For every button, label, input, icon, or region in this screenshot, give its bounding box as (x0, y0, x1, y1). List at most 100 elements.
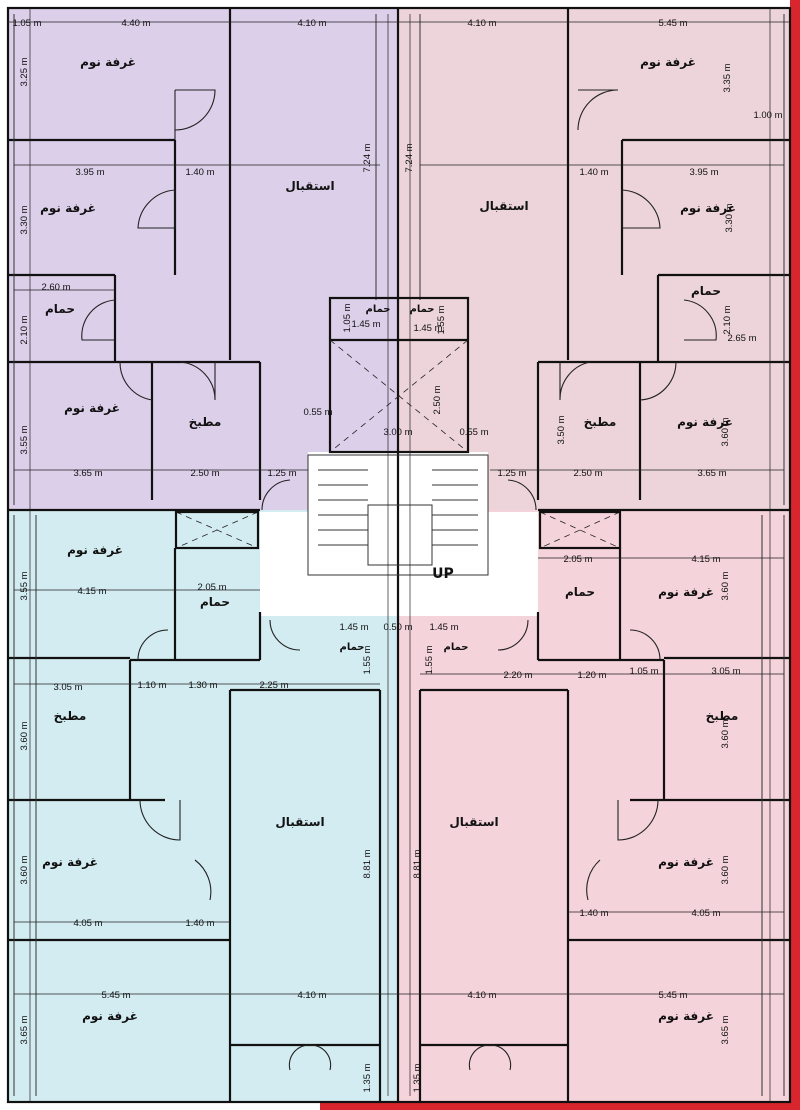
dimension-label: 4.05 m (73, 918, 102, 929)
room-label: حمام (366, 304, 391, 315)
room-label: غرفة نوم (680, 201, 736, 216)
dimension-label: 1.25 m (267, 468, 296, 479)
dimension-label: 4.15 m (77, 586, 106, 597)
dimension-label: 3.65 m (73, 468, 102, 479)
dimension-lines (8, 8, 790, 1102)
dimension-label: 3.65 m (720, 1015, 731, 1044)
unit-top-right (398, 8, 790, 510)
dimension-label: 2.05 m (197, 582, 226, 593)
dimension-label: 1.45 m (351, 319, 380, 330)
room-label: حمام (340, 642, 365, 653)
room-label: استقبال (285, 179, 334, 193)
dimension-label: 3.35 m (722, 63, 733, 92)
walls-bottom-right (418, 515, 790, 1102)
dimension-label: 3.95 m (75, 167, 104, 178)
dimension-label: 3.60 m (19, 721, 30, 750)
dimension-label: 2.60 m (41, 282, 70, 293)
room-label: غرفة نوم (82, 1009, 138, 1024)
dimension-label: 1.00 m (753, 110, 782, 121)
room-label: مطبخ (706, 709, 739, 723)
dimension-label: 1.55 m (424, 645, 435, 674)
walls-core (174, 296, 622, 576)
dimension-label: 2.20 m (503, 670, 532, 681)
walls-top-left (8, 8, 377, 505)
dimension-label: 1.40 m (185, 167, 214, 178)
dimension-label: 1.35 m (412, 1063, 423, 1092)
dimension-label: 3.50 m (556, 415, 567, 444)
dimension-label: 3.95 m (689, 167, 718, 178)
dimension-label: 5.45 m (658, 18, 687, 29)
room-label: حمام (444, 642, 469, 653)
walls-top-right (419, 8, 790, 505)
dimension-label: 4.40 m (121, 18, 150, 29)
dimension-label: 1.20 m (577, 670, 606, 681)
dimension-label: 0.50 m (383, 622, 412, 633)
dimension-label: 1.40 m (579, 167, 608, 178)
dimension-label: 2.50 m (190, 468, 219, 479)
room-label: غرفة نوم (640, 55, 696, 70)
dimension-label: 3.60 m (720, 417, 731, 446)
room-label: مطبخ (584, 415, 617, 429)
room-label: غرفة نوم (658, 1009, 714, 1024)
dimension-labels-vertical: 3.25 m 3.35 m 7.24 m 7.24 m 3.30 m 3.30 … (19, 57, 735, 1092)
right-edge-accent (790, 0, 800, 1110)
room-label: غرفة نوم (80, 55, 136, 70)
dimension-label: 4.10 m (297, 990, 326, 1001)
dimension-label: 1.05 m (629, 666, 658, 677)
dimension-label: 4.10 m (467, 990, 496, 1001)
dimension-label: 2.05 m (563, 554, 592, 565)
dimension-label: 4.10 m (297, 18, 326, 29)
room-label: غرفة نوم (40, 201, 96, 216)
dimension-label: 3.30 m (724, 203, 735, 232)
walls-bottom-left (8, 515, 382, 1102)
room-labels: غرفة نوم غرفة نوم حمام غرفة نوم مطبخ است… (40, 55, 738, 1024)
dimension-label: 8.81 m (412, 849, 423, 878)
dimension-label: 1.35 m (362, 1063, 373, 1092)
dimension-label: 2.10 m (19, 315, 30, 344)
dimension-label: 1.05 m (342, 303, 353, 332)
dimension-label: 0.55 m (303, 407, 332, 418)
dimension-label: 3.25 m (19, 57, 30, 86)
dimension-label: 2.50 m (432, 385, 443, 414)
unit-top-left (8, 8, 398, 510)
dimension-label: 3.65 m (697, 468, 726, 479)
bottom-edge-accent (320, 1102, 790, 1110)
dimension-label: 8.81 m (362, 849, 373, 878)
dimension-label: 1.45 m (413, 323, 442, 334)
dimension-label: 3.60 m (720, 855, 731, 884)
room-label: استقبال (449, 815, 498, 829)
dimension-label: 3.60 m (19, 855, 30, 884)
dimension-label: 1.45 m (339, 622, 368, 633)
room-label: حمام (200, 595, 230, 610)
room-label: حمام (565, 585, 595, 600)
room-label: غرفة نوم (658, 585, 714, 600)
dimension-label: 3.60 m (720, 571, 731, 600)
dimension-label: 5.45 m (658, 990, 687, 1001)
dimension-label: 3.05 m (711, 666, 740, 677)
dimension-label: 0.55 m (459, 427, 488, 438)
dimension-label: 1.40 m (579, 908, 608, 919)
dimension-label: 1.05 m (12, 18, 41, 29)
dimension-label: 3.55 m (19, 425, 30, 454)
room-label: غرفة نوم (67, 543, 123, 558)
dimension-labels: 1.05 m 4.40 m 4.10 m 4.10 m 5.45 m 1.00 … (12, 18, 782, 1001)
dimension-label: 3.60 m (720, 719, 731, 748)
dimension-label: 2.25 m (259, 680, 288, 691)
dimension-label: 1.55 m (362, 645, 373, 674)
room-label: غرفة نوم (677, 415, 733, 430)
dimension-label: 3.05 m (53, 682, 82, 693)
dimension-label: 1.30 m (188, 680, 217, 691)
dimension-label: 3.55 m (19, 571, 30, 600)
dimension-label: 4.05 m (691, 908, 720, 919)
dimension-label: 7.24 m (362, 143, 373, 172)
room-label: حمام (410, 304, 435, 315)
room-label: حمام (45, 302, 75, 317)
dimension-label: 2.10 m (722, 305, 733, 334)
dimension-label: 1.55 m (436, 305, 447, 334)
dimension-label: 3.30 m (19, 205, 30, 234)
room-label: غرفة نوم (658, 855, 714, 870)
dimension-label: 2.65 m (727, 333, 756, 344)
dimension-label: 5.45 m (101, 990, 130, 1001)
room-label: استقبال (275, 815, 324, 829)
